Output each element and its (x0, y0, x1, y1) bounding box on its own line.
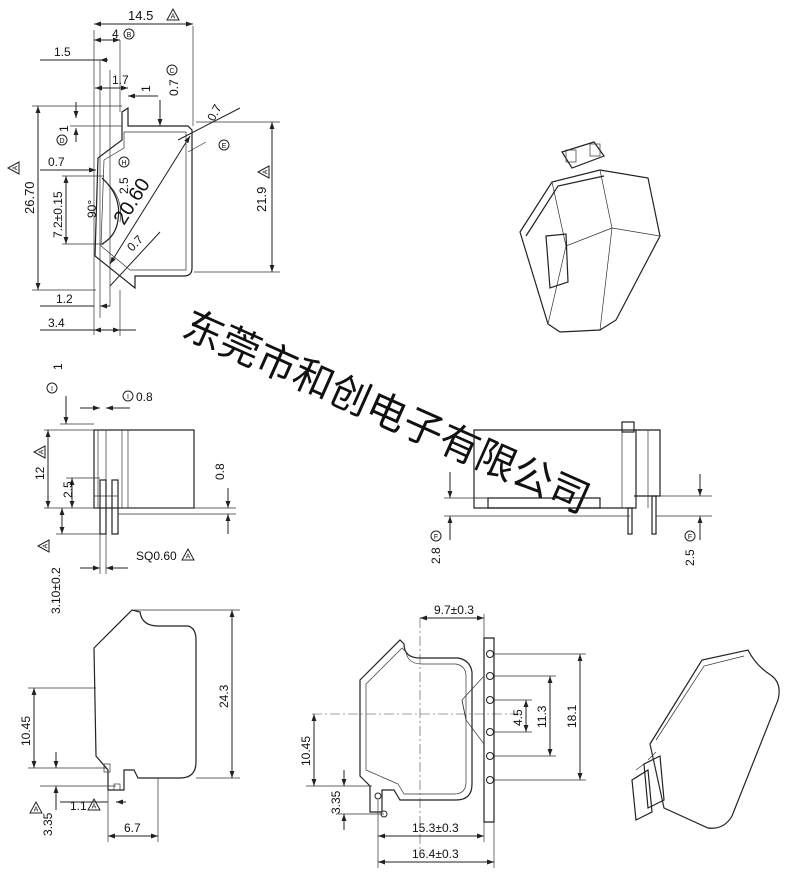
svg-text:E: E (222, 143, 227, 150)
dim-bottom-2: 3.4 (48, 316, 65, 330)
dim-thickness-d: 1 (57, 125, 71, 132)
dim-pin-width: 6.7 (124, 821, 141, 835)
dim-slot: 7.2±0.15 (51, 191, 65, 238)
dim-front-height: 12 (33, 466, 47, 480)
svg-text:I: I (51, 386, 53, 393)
dim-pcb-width-inner: 15.3±0.3 (412, 821, 459, 835)
svg-text:I: I (127, 394, 129, 401)
dim-standoff-left: 2.8 (429, 547, 443, 564)
dim-pin-pitch: 0.8 (136, 390, 153, 404)
dim-width-b: 4 (112, 27, 119, 41)
isometric-view-bottom (631, 649, 780, 829)
dim-pcb-span-mid: 11.3 (535, 705, 549, 728)
dim-pcb-offset: 10.45 (299, 736, 313, 766)
dim-top-offset: 1 (51, 363, 65, 370)
dim-bottom-1: 1.2 (56, 292, 73, 306)
dim-pin-height: 2.5 (61, 481, 75, 498)
svg-text:B: B (127, 32, 132, 39)
dim-step: 1.7 (112, 73, 129, 87)
dim-bottom-offset: 10.45 (19, 716, 33, 746)
svg-text:F: F (434, 534, 438, 541)
dim-pin-dia: 0.8 (213, 463, 227, 480)
svg-text:D: D (59, 138, 64, 145)
front-view: 1 I I 0.8 12 2.5 0.8 3.10±0.2 SQ0 (33, 363, 236, 614)
dim-overall-height: 26.70 (22, 181, 37, 214)
dim-pin-square: SQ0.60 (136, 549, 177, 563)
dim-pin-gap: 1.1 (70, 799, 87, 813)
dim-gap-c: 0.7 (167, 79, 181, 96)
side-view: 2.8 F 2.5 F (429, 421, 712, 566)
dim-pcb-span-total: 18.1 (565, 704, 579, 728)
dim-bottom-pin-offset: 3.35 (41, 812, 55, 836)
dim-pcb-span-inner: 4.5 (511, 709, 525, 726)
svg-text:C: C (169, 68, 174, 75)
dim-pcb-pin-offset: 3.35 (329, 790, 343, 814)
dim-wall: 0.7 (48, 155, 65, 169)
svg-text:H: H (121, 160, 126, 167)
top-view: 14.5 4 B 1.5 1.7 1 0.7 C 1 D 26.70 (7, 8, 280, 336)
watermark: 东莞市和创电子有限公司 (176, 303, 596, 522)
dim-pcb-width-outer: 16.4±0.3 (412, 847, 459, 861)
dim-lead-length: 3.10±0.2 (49, 567, 63, 614)
dim-height-right: 21.9 (254, 187, 269, 212)
dim-chamfer-h: 0.7 (204, 102, 224, 124)
svg-text:F: F (688, 534, 692, 541)
dim-small-1: 1 (139, 85, 153, 92)
dim-pcb-top-width: 9.7±0.3 (434, 603, 474, 617)
bottom-view: 24.3 10.45 3.35 1.1 6.7 (19, 609, 240, 842)
pcb-view: 9.7±0.3 18.1 11.3 4.5 10.45 3.35 15.3±0.… (299, 603, 586, 868)
dim-bottom-height: 24.3 (217, 684, 231, 708)
dim-angle: 90° (85, 200, 99, 218)
svg-text:东莞市和创电子有限公司: 东莞市和创电子有限公司 (176, 303, 596, 522)
dim-standoff-right: 2.5 (683, 549, 697, 566)
dim-flange: 1.5 (54, 45, 71, 59)
dim-overall-width: 14.5 (128, 8, 153, 23)
isometric-view-top (519, 141, 661, 333)
